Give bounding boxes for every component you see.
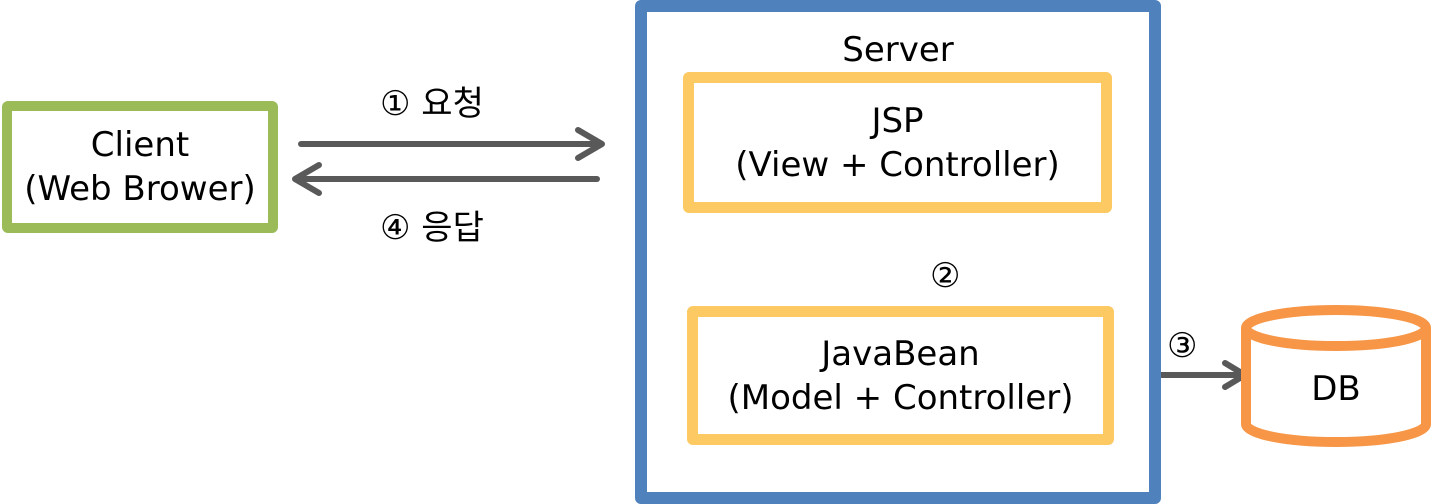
response-step-label: ④ 응답 bbox=[380, 208, 484, 248]
client-box bbox=[2, 101, 278, 233]
client-title: Client bbox=[90, 125, 190, 165]
jsp-box bbox=[683, 72, 1112, 213]
jsp-label: JSP (View + Controller) bbox=[683, 99, 1112, 187]
server-title: Server bbox=[842, 30, 954, 70]
db-label: DB bbox=[1311, 369, 1361, 409]
jsp-title: JSP bbox=[871, 101, 924, 141]
javabean-box bbox=[687, 306, 1114, 445]
step2-label: ② bbox=[930, 256, 961, 296]
response-arrow bbox=[292, 162, 600, 196]
javabean-subtitle: (Model + Controller) bbox=[727, 378, 1074, 418]
client-subtitle: (Web Brower) bbox=[24, 169, 256, 209]
javabean-label: JavaBean (Model + Controller) bbox=[687, 332, 1114, 420]
client-label: Client (Web Brower) bbox=[2, 123, 278, 211]
javabean-title: JavaBean bbox=[821, 334, 980, 374]
step3-label: ③ bbox=[1167, 326, 1198, 366]
request-step-label: ① 요청 bbox=[380, 84, 484, 124]
jsp-subtitle: (View + Controller) bbox=[735, 145, 1060, 185]
db-cylinder-icon bbox=[1241, 305, 1431, 447]
request-arrow bbox=[298, 127, 605, 161]
